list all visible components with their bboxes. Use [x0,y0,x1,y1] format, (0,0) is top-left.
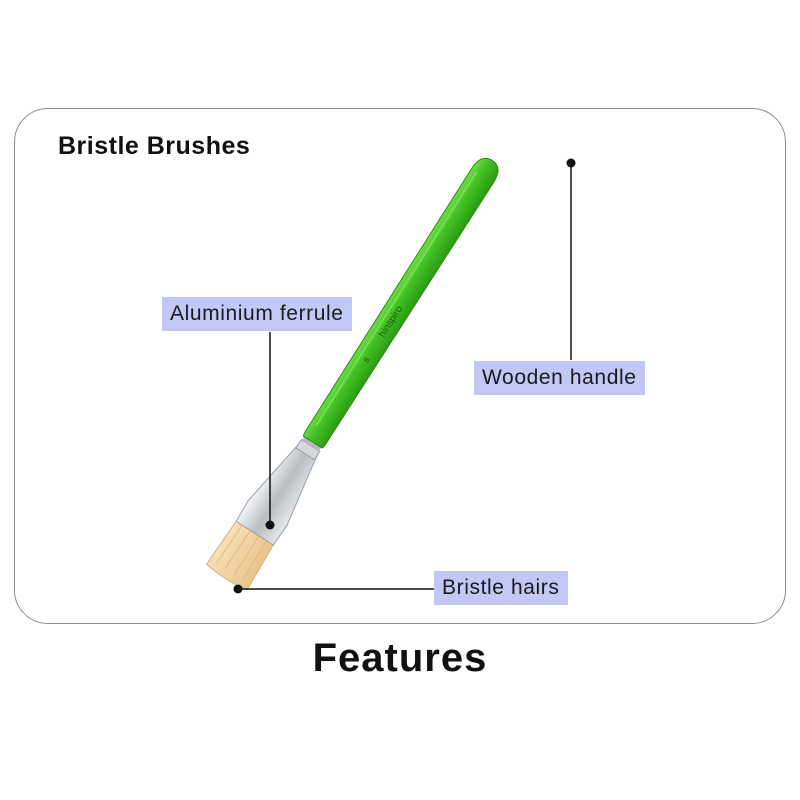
handle-dot [566,158,576,168]
diagram-card [14,108,786,624]
ferrule-dot [265,520,275,530]
size-mark: 8 [362,355,372,364]
handle-label: Wooden handle [474,361,645,395]
wooden-handle [302,157,499,449]
hairs-label: Bristle hairs [434,571,568,605]
ferrule-label: Aluminium ferrule [162,297,352,331]
bristle-hairs [205,519,276,591]
hairs-dot [233,584,243,594]
features-title: Features [312,636,488,680]
leader-lines [238,163,572,590]
card-title: Bristle Brushes [58,132,251,160]
